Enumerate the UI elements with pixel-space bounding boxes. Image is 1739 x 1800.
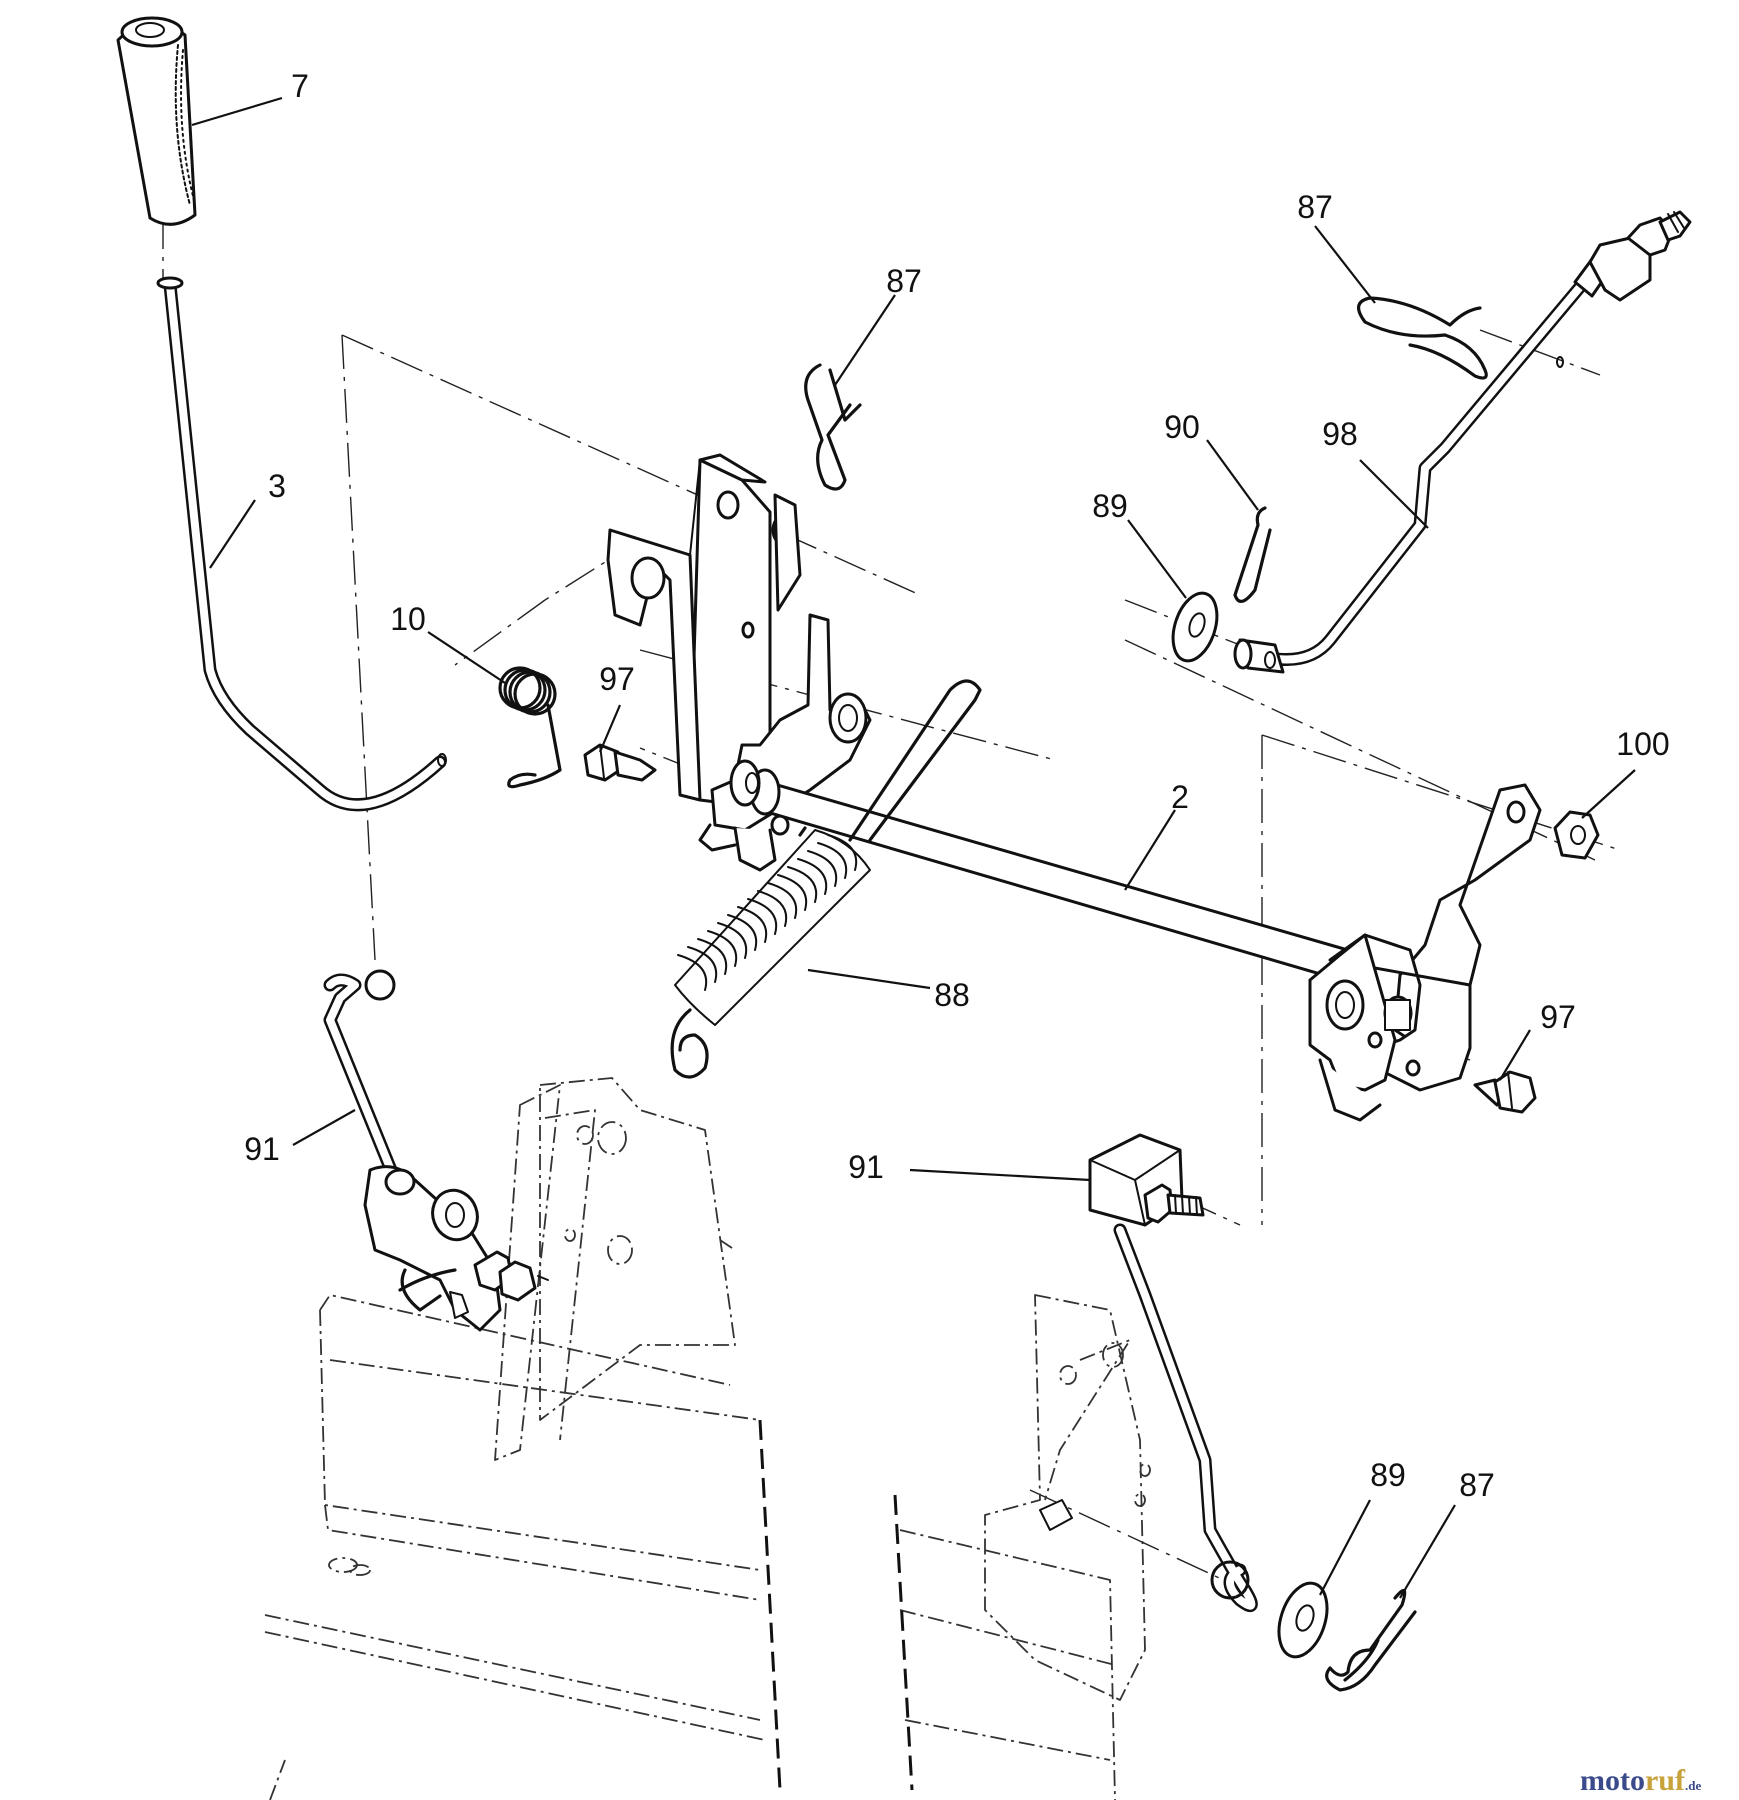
callout-89-upper: 89 — [1092, 488, 1128, 524]
shoulder-bolt-upper — [583, 743, 657, 782]
watermark-logo: motoruf.de — [1580, 1764, 1701, 1797]
hairpin-clip-upper — [804, 363, 862, 491]
callout-90: 90 — [1164, 409, 1200, 445]
callout-97-upper: 97 — [599, 661, 635, 697]
lift-link-right — [1088, 1133, 1258, 1613]
lift-mounting-bracket — [606, 453, 802, 807]
lift-link-rod — [1233, 210, 1692, 674]
ghost-deck-bracket-right — [899, 1294, 1151, 1800]
hex-nut — [1553, 810, 1600, 860]
hairpin-clip-top-right — [1357, 296, 1488, 380]
extension-spring — [670, 679, 982, 1079]
hairpin-clip-90 — [1233, 506, 1272, 603]
lift-lever-rod — [156, 276, 447, 812]
watermark-text-1: moto — [1580, 1764, 1645, 1797]
callout-89-lower: 89 — [1370, 1457, 1406, 1493]
callout-3: 3 — [268, 468, 286, 504]
watermark-text-2: ruf — [1645, 1764, 1686, 1797]
hairpin-clip-lower — [1325, 1588, 1417, 1692]
flat-washer-upper — [1171, 591, 1219, 663]
callout-88: 88 — [934, 977, 970, 1013]
torsion-spring — [498, 666, 562, 789]
callout-10: 10 — [390, 601, 426, 637]
lift-link-left — [323, 969, 549, 1332]
shoulder-bolt-lower — [1473, 1070, 1537, 1114]
part-callouts: 7 3 10 97 87 87 90 89 98 100 2 88 97 91 … — [244, 68, 1669, 1503]
callout-87-top-right: 87 — [1297, 189, 1333, 225]
callout-2: 2 — [1171, 779, 1189, 815]
callout-7: 7 — [291, 68, 309, 104]
lever-handle-grip — [116, 16, 197, 226]
svg-text:motoruf.de: motoruf.de — [1580, 1764, 1701, 1797]
callout-100: 100 — [1616, 726, 1669, 762]
spring-coils — [677, 834, 858, 991]
bellcrank-right — [1308, 783, 1542, 1122]
callout-87-lower: 87 — [1459, 1467, 1495, 1503]
leader-lines — [191, 96, 1636, 1599]
ghost-deck-bracket-left — [494, 1077, 736, 1461]
callout-97-lower: 97 — [1540, 999, 1576, 1035]
ghost-deck-housing-left — [264, 1294, 766, 1800]
alignment-lines — [162, 215, 1621, 1591]
hidden-edges — [758, 1419, 914, 1791]
callout-98: 98 — [1322, 416, 1358, 452]
flat-washer-lower — [1277, 1581, 1329, 1659]
callout-91-left: 91 — [244, 1131, 280, 1167]
watermark-suffix: .de — [1685, 1778, 1701, 1793]
callout-87-upper: 87 — [886, 263, 922, 299]
callout-91-right: 91 — [848, 1149, 884, 1185]
